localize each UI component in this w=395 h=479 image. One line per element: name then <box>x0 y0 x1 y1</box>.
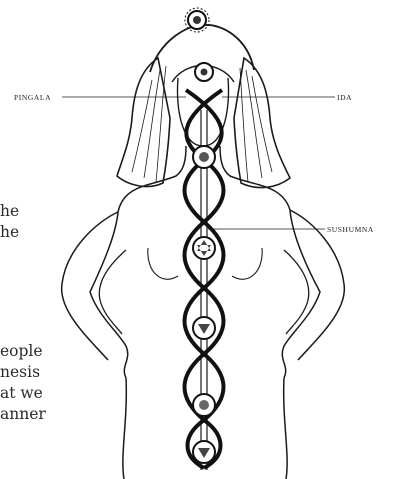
pingala-label: PINGALA <box>14 93 51 102</box>
crown-chakra <box>185 8 209 32</box>
cropped-text-line: anner <box>0 405 46 423</box>
breast-right <box>232 248 262 279</box>
root-chakra <box>193 441 215 463</box>
sushumna-label: SUSHUMNA <box>327 225 374 234</box>
cropped-text-line: he <box>0 202 19 220</box>
cropped-text-line: he <box>0 223 19 241</box>
cropped-text-line: nesis <box>0 363 40 381</box>
solar-plexus-chakra <box>193 317 215 339</box>
body-right <box>220 146 320 479</box>
breast-left <box>148 248 178 279</box>
cropped-text-line: eople <box>0 342 43 360</box>
cropped-text-line: at we <box>0 384 43 402</box>
ida-label: IDA <box>337 93 352 102</box>
heart-chakra <box>193 237 215 259</box>
sacral-chakra <box>193 394 215 416</box>
body-left <box>90 146 186 479</box>
hair-outline-right <box>234 58 290 188</box>
throat-chakra <box>193 146 215 168</box>
arm-left <box>62 212 118 360</box>
third-eye-chakra <box>195 63 213 81</box>
